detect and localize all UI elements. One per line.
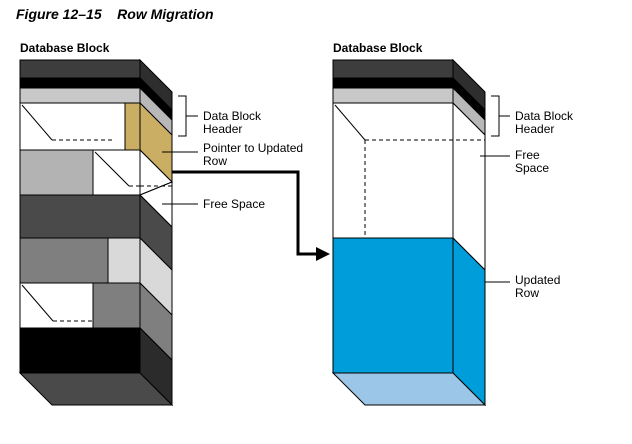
- left-row-1: [19, 102, 126, 151]
- pointer-to-updated-row: [124, 102, 141, 151]
- updated-row-bottom: [331, 372, 487, 406]
- left-free-space-label: Free Space: [203, 197, 266, 211]
- left-header-stripe-3: [19, 87, 141, 104]
- left-block-bottom: [18, 372, 174, 406]
- right-free-space-label: Free Space: [515, 148, 550, 175]
- migration-arrow: [172, 170, 330, 261]
- left-database-block: [18, 58, 174, 407]
- figure-title: Figure 12–15 Row Migration: [16, 6, 214, 22]
- right-header-bracket: [491, 95, 500, 137]
- updated-row: [332, 237, 454, 374]
- left-row-2: [19, 149, 94, 196]
- left-header-stripe-1: [19, 59, 141, 79]
- left-row-3: [19, 194, 141, 239]
- right-header-label: Data Block Header: [515, 109, 574, 136]
- right-block-title: Database Block: [333, 41, 423, 55]
- left-row-4: [19, 237, 109, 284]
- updated-row-label: Updated Row: [515, 273, 561, 300]
- left-row-6: [19, 327, 141, 374]
- left-header-label: Data Block Header: [203, 109, 262, 136]
- figure-number: Figure 12–15: [16, 6, 102, 22]
- left-block-title: Database Block: [20, 41, 110, 55]
- right-database-block: [331, 58, 487, 407]
- figure-caption: Row Migration: [117, 6, 214, 22]
- pointer-label: Pointer to Updated Row: [203, 141, 304, 168]
- left-header-stripe-2: [19, 77, 141, 89]
- left-header-bracket: [178, 95, 187, 137]
